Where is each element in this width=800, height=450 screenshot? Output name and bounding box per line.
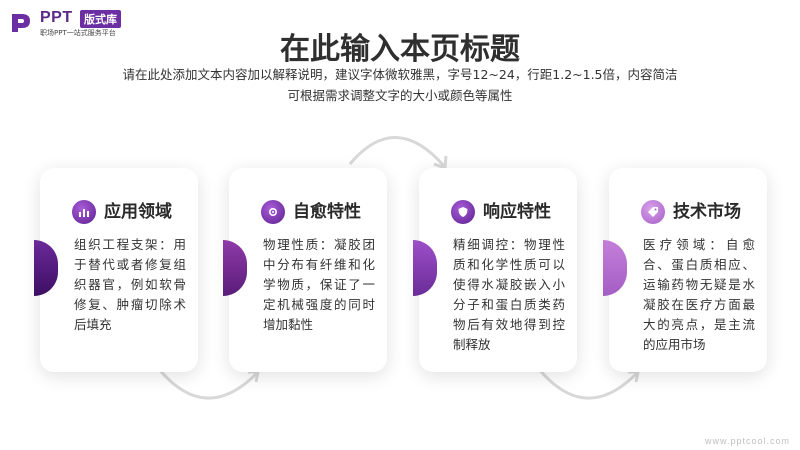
subtitle-line-2: 可根据需求调整文字的大小或颜色等属性 xyxy=(287,88,513,103)
connector-arc-1 xyxy=(156,367,260,400)
connector-arc-3 xyxy=(536,367,640,400)
card-title: 响应特性 xyxy=(483,202,551,222)
logo-brand-text: PPT xyxy=(40,9,73,26)
feature-card-market[interactable]: 技术市场 医疗领域：自愈合、蛋白质相应、运输药物无疑是水凝胶在医疗方面最大的亮点… xyxy=(603,168,767,372)
feature-card-self-healing[interactable]: 自愈特性 物理性质：凝胶团中分布有纤维和化学物质，保证了一定机械强度的同时增加黏… xyxy=(223,168,387,372)
chart-icon xyxy=(72,200,96,224)
tag-icon xyxy=(641,200,665,224)
feature-card-response[interactable]: 响应特性 精细调控：物理性质和化学性质可以使得水凝胶嵌入小分子和蛋白质类药物后有… xyxy=(413,168,577,372)
shield-icon xyxy=(451,200,475,224)
feature-card-application[interactable]: 应用领域 组织工程支架：用于替代或者修复组织器官，例如软骨修复、肿瘤切除术后填充 xyxy=(34,168,198,372)
card-title: 技术市场 xyxy=(673,202,741,222)
card-accent xyxy=(603,240,627,296)
footer-url: www.pptcool.com xyxy=(704,436,790,446)
card-title: 应用领域 xyxy=(104,202,172,222)
subtitle-line-1: 请在此处添加文本内容加以解释说明，建议字体微软雅黑，字号12~24，行距1.2~… xyxy=(122,67,678,82)
card-accent xyxy=(223,240,247,296)
page-title[interactable]: 在此输入本页标题 xyxy=(280,32,520,67)
logo-badge: 版式库 xyxy=(80,10,121,28)
card-body: 物理性质：凝胶团中分布有纤维和化学物质，保证了一定机械强度的同时增加黏性 xyxy=(263,237,375,332)
logo-tagline: 职场PPT一站式服务平台 xyxy=(40,29,116,37)
card-accent xyxy=(34,240,58,296)
card-body: 精细调控：物理性质和化学性质可以使得水凝胶嵌入小分子和蛋白质类药物后有效地得到控… xyxy=(453,237,565,352)
card-body: 组织工程支架：用于替代或者修复组织器官，例如软骨修复、肿瘤切除术后填充 xyxy=(74,237,186,332)
ppt-logo-icon xyxy=(12,14,30,32)
card-body: 医疗领域：自愈合、蛋白质相应、运输药物无疑是水凝胶在医疗方面最大的亮点，是主流的… xyxy=(643,237,755,352)
brand-logo: PPT 版式库 职场PPT一站式服务平台 xyxy=(10,8,150,37)
card-accent xyxy=(413,240,437,296)
card-title: 自愈特性 xyxy=(293,202,361,222)
gear-icon xyxy=(261,200,285,224)
page-subtitle[interactable]: 请在此处添加文本内容加以解释说明，建议字体微软雅黑，字号12~24，行距1.2~… xyxy=(100,64,700,106)
